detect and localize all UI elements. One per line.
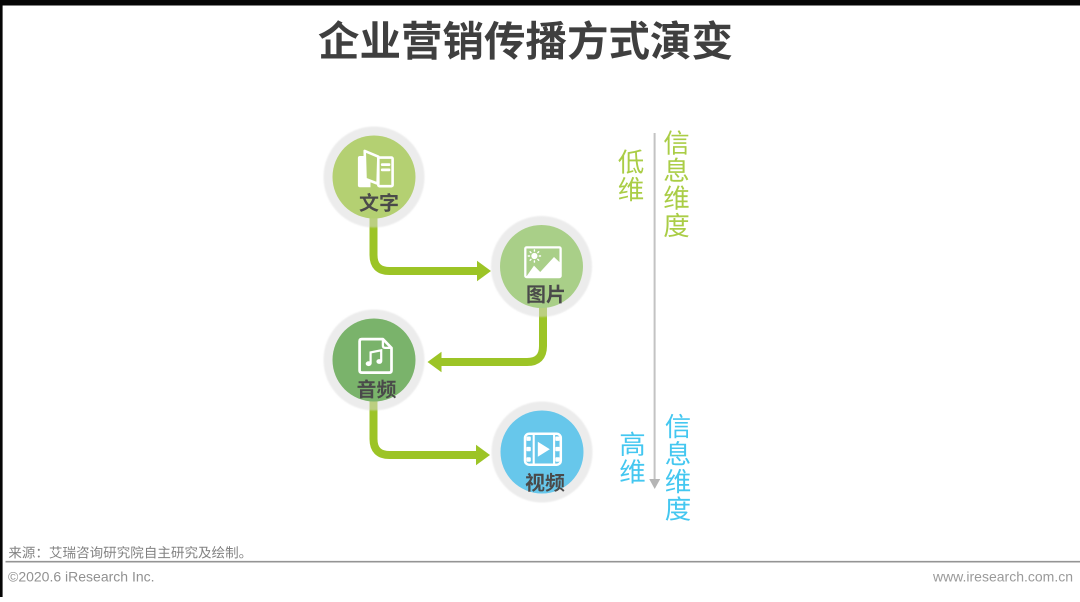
svg-text:©2020.6 iResearch Inc.: ©2020.6 iResearch Inc.: [8, 569, 155, 585]
svg-text:www.iresearch.com.cn: www.iresearch.com.cn: [932, 569, 1073, 585]
